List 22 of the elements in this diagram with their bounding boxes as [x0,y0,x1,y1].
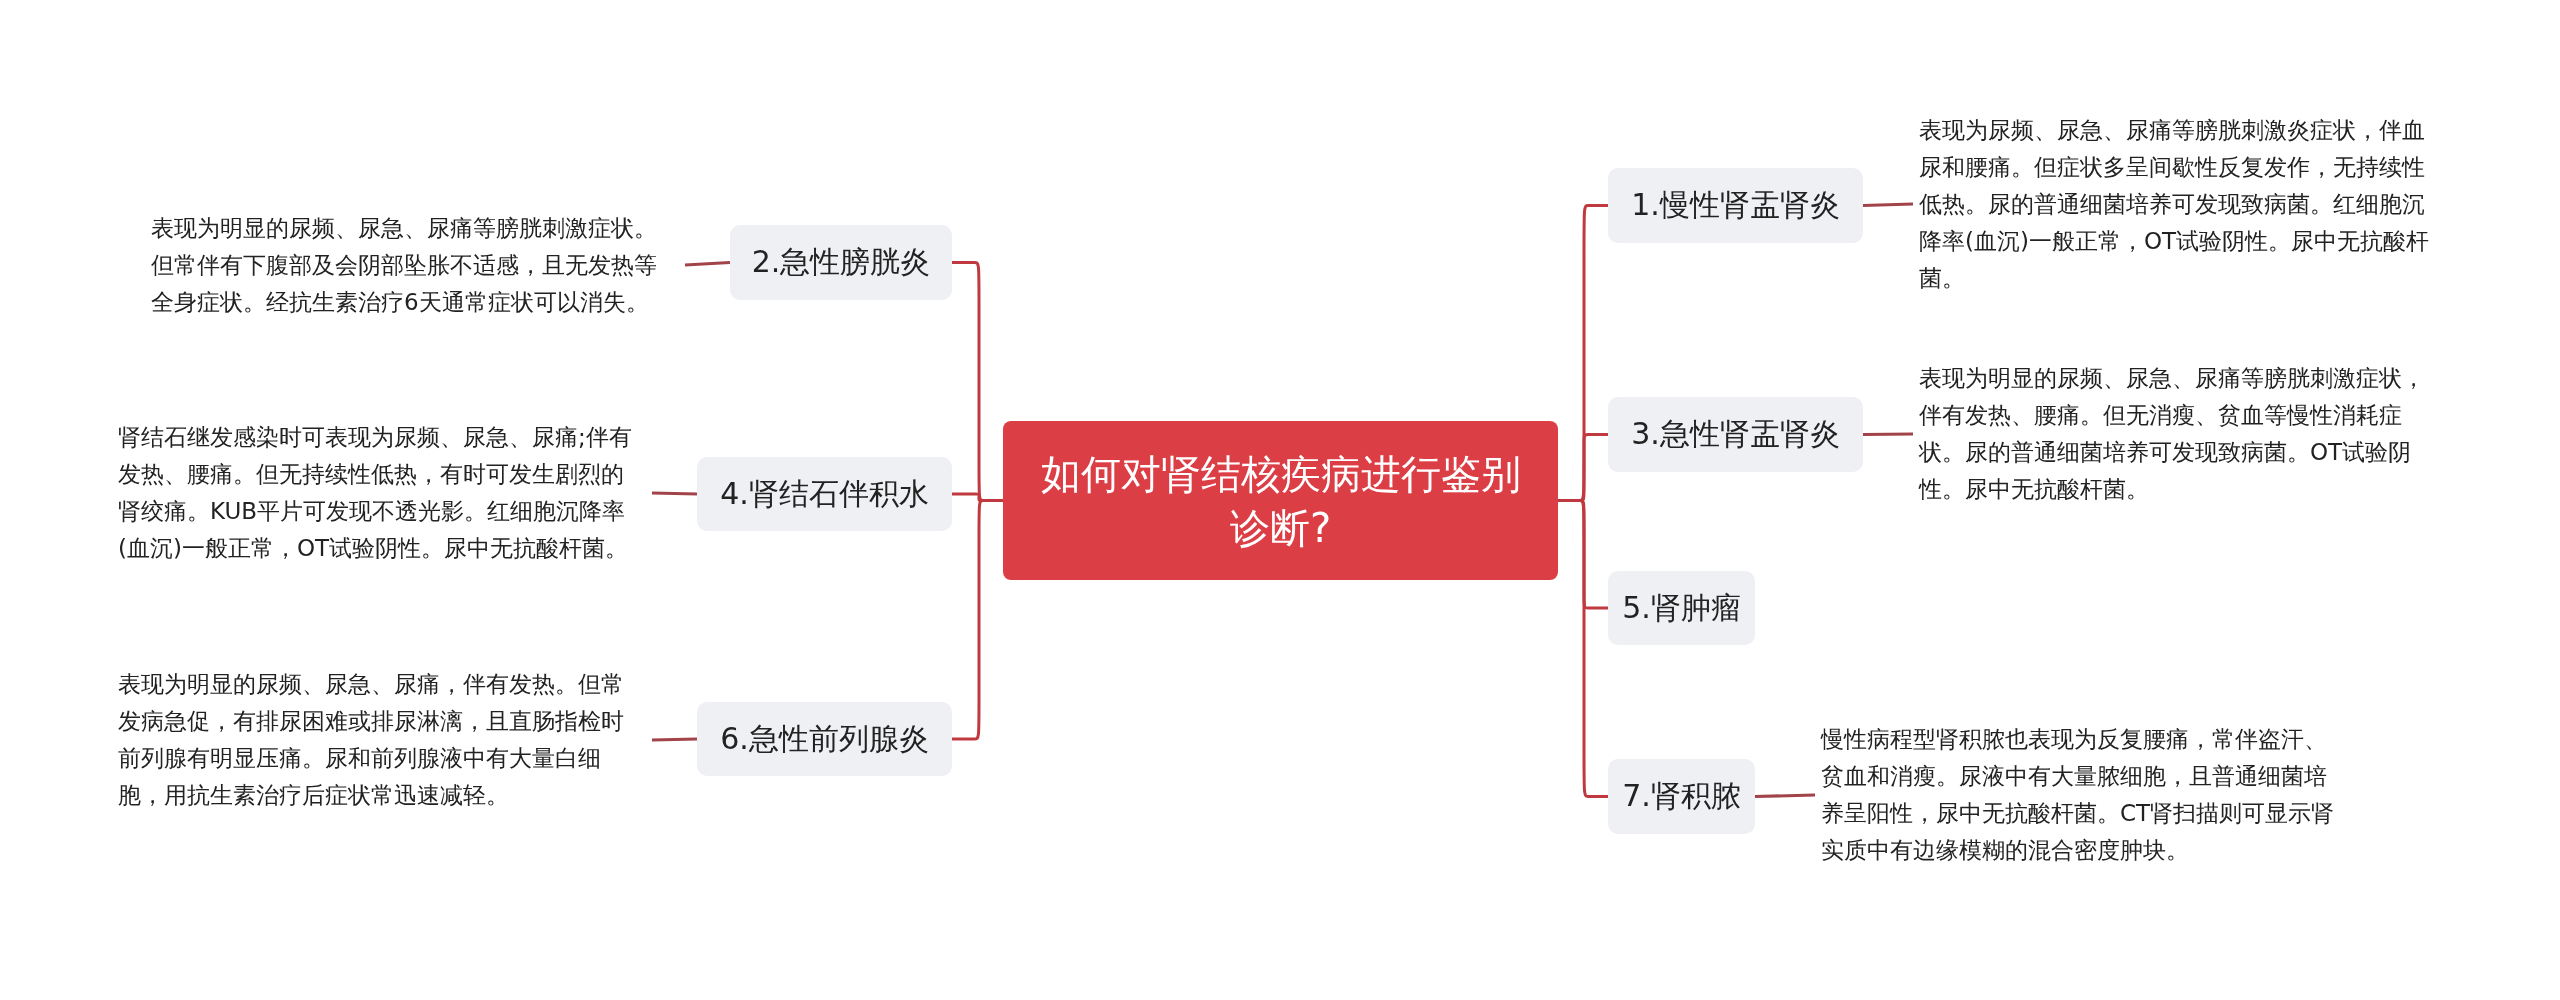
connector-line [1862,202,1914,207]
detail-text: 表现为明显的尿频、尿急、尿痛，伴有发热。但常发病急促，有排尿困难或排尿淋漓，且直肠指检时前列腺有明显压痛。尿和前列腺液中有大量白细胞，用抗生素治疗后症状常迅速减轻。 [112,654,652,826]
detail-text: 慢性病程型肾积脓也表现为反复腰痛，常伴盗汗、贫血和消瘦。尿液中有大量脓细胞，且普通细菌培养呈阳性，尿中无抗酸杆菌。CT肾扫描则可显示肾实质中有边缘模糊的混合密度肿块。 [1815,709,2355,881]
branch-box: 4.肾结石伴积水 [697,457,952,531]
branch-box: 3.急性肾盂肾炎 [1608,397,1863,472]
branch-box: 7.肾积脓 [1608,759,1755,834]
branch-box: 2.急性膀胱炎 [730,225,952,300]
connector-line [1754,793,1816,798]
connector-line [1558,499,1608,798]
detail-text: 表现为尿频、尿急、尿痛等膀胱刺激炎症状，伴血尿和腰痛。但症状多呈间歇性反复发作，无持续性低热。尿的普通细菌培养可发现致病菌。红细胞沉降率(血沉)一般正常，OT试验阴性。尿中无抗酸杆菌。 [1913,118,2453,290]
branch-box: 5.肾肿瘤 [1608,571,1755,645]
detail-text: 肾结石继发感染时可表现为尿频、尿急、尿痛;伴有发热、腰痛。但无持续性低热，有时可发生剧烈的肾绞痛。KUB平片可发现不透光影。红细胞沉降率(血沉)一般正常，OT试验阴性。尿中无抗酸杆菌。 [112,407,652,579]
branch-box: 1.慢性肾盂肾炎 [1608,168,1863,243]
detail-text: 表现为明显的尿频、尿急、尿痛等膀胱刺激症状，伴有发热、腰痛。但无消瘦、贫血等慢性消耗症状。尿的普通细菌培养可发现致病菌。OT试验阴性。尿中无抗酸杆菌。 [1913,366,2453,502]
detail-text: 表现为明显的尿频、尿急、尿痛等膀胱刺激症状。但常伴有下腹部及会阴部坠胀不适感，且无发热等全身症状。经抗生素治疗6天通常症状可以消失。 [145,195,685,335]
connector-line [952,499,1003,741]
connector-line [1863,432,1913,436]
connector-line [651,491,698,496]
branch-box: 6.急性前列腺炎 [697,702,952,776]
topic-box: 如何对肾结核疾病进行鉴别诊断? [1003,421,1558,580]
connector-line [684,261,731,267]
connector-line [651,737,698,742]
